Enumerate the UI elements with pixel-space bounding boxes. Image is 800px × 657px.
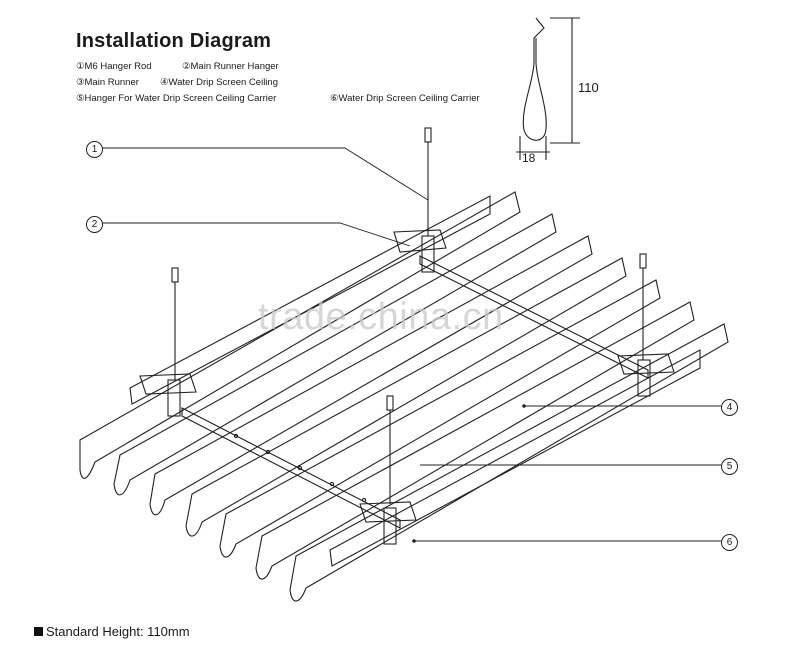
legend-item-carrier-hanger: ⑤Hanger For Water Drip Screen Ceiling Ca…: [76, 93, 277, 104]
callout-1: 1: [86, 141, 103, 158]
legend-item-hanger-rod: ①M6 Hanger Rod: [76, 61, 152, 72]
profile-width-label: 18: [522, 151, 536, 165]
profile-height-label: 110: [578, 80, 599, 95]
callout-5: 5: [721, 458, 738, 475]
legend-item-screen-ceiling: ④Water Drip Screen Ceiling: [160, 77, 278, 88]
legend-item-main-runner: ③Main Runner: [76, 77, 139, 88]
standard-height-text: Standard Height: 110mm: [46, 624, 190, 639]
screen-blades: [79, 191, 729, 602]
diagram-title: Installation Diagram: [76, 30, 272, 52]
footer-note: Standard Height: 110mm: [34, 624, 190, 639]
leader-lines: [102, 147, 721, 542]
main-runners: [129, 195, 701, 567]
callout-6: 6: [721, 534, 738, 551]
legend-item-main-runner-hanger: ②Main Runner Hanger: [182, 61, 279, 72]
square-bullet-icon: [34, 627, 43, 636]
profile-sketch: [516, 17, 580, 160]
hanger-rods: [171, 127, 647, 504]
hangers: [139, 229, 675, 545]
callout-4: 4: [721, 399, 738, 416]
legend-item-carrier: ⑥Water Drip Screen Ceiling Carrier: [330, 93, 480, 104]
callout-2: 2: [86, 216, 103, 233]
carriers: [181, 255, 649, 529]
watermark: trade.china.cn: [258, 296, 504, 338]
